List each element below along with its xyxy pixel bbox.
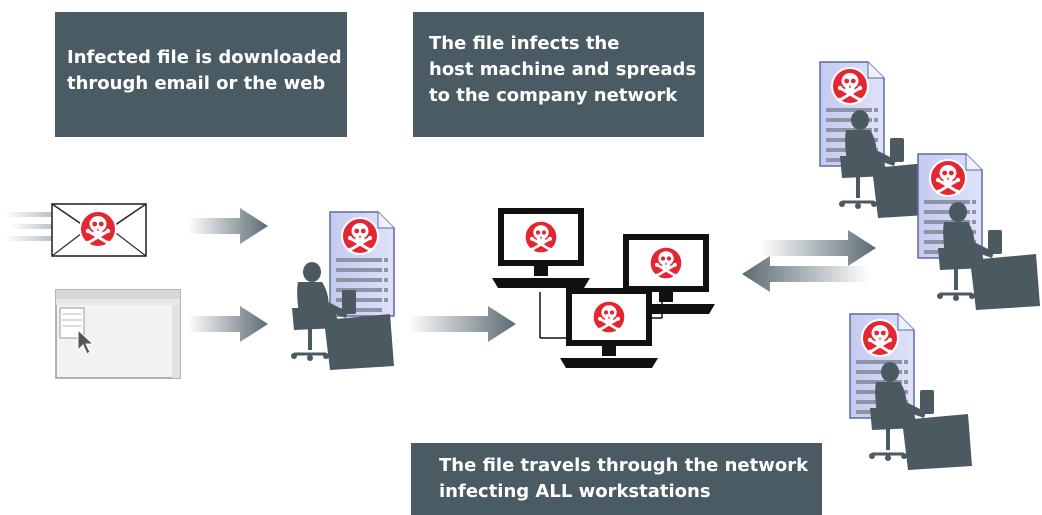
document-icon	[330, 212, 394, 316]
callout-line: The file travels through the network	[439, 455, 809, 476]
skull-crossbones-icon	[78, 209, 118, 249]
callout-network-travel: The file travels through the network inf…	[411, 443, 822, 515]
callout-host-infection: The file infects the host machine and sp…	[413, 12, 704, 137]
callout-line: to the company network	[429, 85, 678, 106]
person-at-desk-icon	[867, 360, 974, 472]
cursor-icon	[77, 328, 95, 355]
browser-window-icon	[55, 289, 181, 379]
callout-line: The file infects the	[429, 33, 620, 54]
arrow-right-icon	[188, 306, 268, 342]
host-workstation	[289, 212, 396, 372]
monitor-icon	[560, 288, 658, 368]
person-at-desk-icon	[935, 200, 1042, 312]
infected-workstation	[918, 154, 1042, 312]
infected-workstation	[850, 314, 974, 472]
envelope-icon	[4, 203, 147, 257]
monitor-icon	[492, 208, 590, 288]
arrow-right-icon	[408, 306, 516, 342]
callout-line: Infected file is downloaded	[67, 47, 342, 68]
callout-line: through email or the web	[67, 73, 326, 94]
arrow-left-icon	[742, 256, 870, 292]
callout-line: host machine and spreads	[429, 59, 697, 80]
arrow-right-icon	[760, 230, 876, 266]
arrow-right-icon	[188, 208, 268, 244]
callout-line: infecting ALL workstations	[439, 481, 711, 502]
callout-infected-download: Infected file is downloaded through emai…	[55, 12, 347, 137]
